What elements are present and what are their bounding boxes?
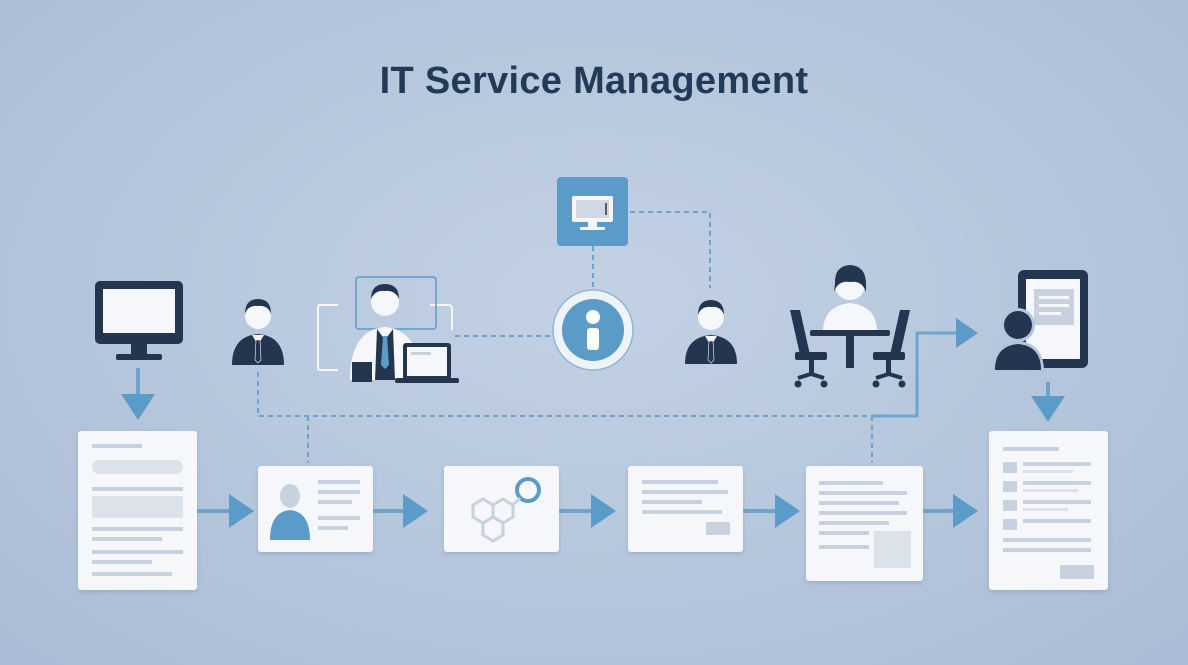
user-avatar-icon bbox=[268, 476, 360, 542]
businessman-icon bbox=[232, 299, 284, 365]
flow-arrow-3 bbox=[559, 494, 616, 528]
arrow-down-left bbox=[121, 368, 155, 420]
flow-arrow-2 bbox=[373, 494, 428, 528]
dashed-connectors bbox=[257, 211, 873, 463]
computer-monitor-icon bbox=[95, 281, 183, 360]
document-workflow bbox=[444, 466, 559, 552]
monitor-tile-icon bbox=[557, 177, 628, 246]
flow-arrow-5 bbox=[923, 494, 978, 528]
connector-top-to-user-right bbox=[630, 211, 711, 288]
tablet-user-icon bbox=[992, 270, 1088, 372]
network-icon bbox=[471, 477, 541, 543]
businessman-icon-right bbox=[685, 300, 737, 364]
page-title: IT Service Management bbox=[379, 60, 809, 102]
info-icon bbox=[552, 289, 634, 371]
support-agent-icon bbox=[317, 276, 459, 383]
document-ticket bbox=[628, 466, 743, 552]
arrow-to-tablet-user bbox=[872, 318, 978, 418]
meeting-table-icon bbox=[790, 265, 910, 388]
flow-arrows bbox=[197, 494, 978, 528]
connector-bus bbox=[257, 372, 872, 417]
flow-arrow-4 bbox=[743, 494, 800, 528]
flow-arrow-1 bbox=[197, 494, 254, 528]
arrow-down-right bbox=[1031, 382, 1065, 422]
